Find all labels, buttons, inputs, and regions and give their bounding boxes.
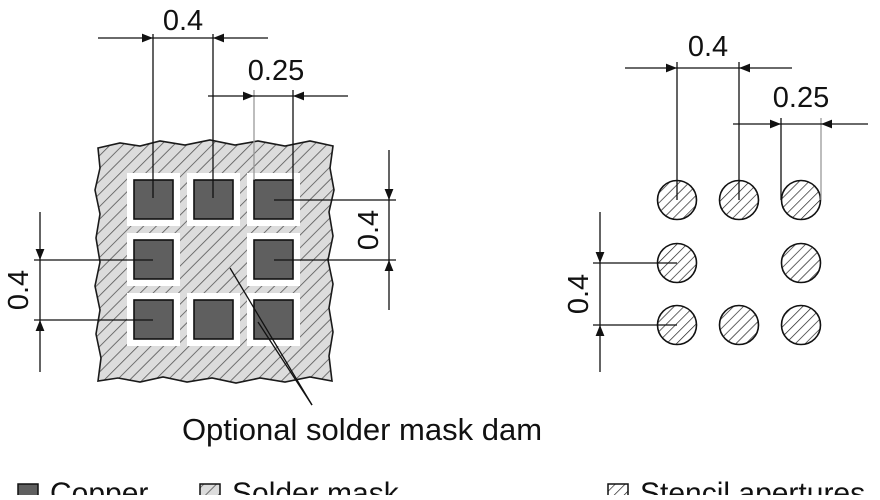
- stencil-aperture: [780, 179, 822, 221]
- copper-pad: [133, 299, 174, 340]
- dim-label-aperture-width: 0.25: [773, 82, 829, 114]
- solder-mask-swatch: [199, 483, 221, 500]
- legend-stencil-label: Stencil apertures: [640, 477, 865, 495]
- stencil-aperture: [780, 304, 822, 346]
- dim-right-pitch: [274, 150, 396, 310]
- dim-label-stencil-top-pitch: 0.4: [688, 31, 728, 63]
- legend-solder-mask: Solder mask: [199, 477, 400, 500]
- stencil-aperture: [780, 242, 822, 284]
- copper-pad: [253, 299, 294, 340]
- solder-mask-dam-note: Optional solder mask dam: [182, 412, 542, 447]
- dim-left-pitch: [34, 212, 153, 372]
- stencil-swatch: [607, 483, 629, 500]
- dim-label-stencil-left-pitch: 0.4: [563, 274, 595, 314]
- copper-swatch: [17, 483, 39, 500]
- right-stencil-pattern: 0.4 0.25 0.4: [563, 31, 868, 372]
- left-land-pattern: 0.4 0.25 0.4 0.4: [3, 5, 396, 406]
- stencil-apertures: [656, 179, 822, 346]
- dim-stencil-top-pitch: [625, 62, 792, 200]
- dim-stencil-left-pitch: [593, 212, 677, 372]
- dim-label-right-pitch: 0.4: [353, 210, 385, 250]
- dim-pad-width: [208, 90, 348, 180]
- dim-label-top-pitch: 0.4: [163, 5, 203, 37]
- dim-label-left-pitch: 0.4: [3, 270, 35, 310]
- legend-copper: Copper: [17, 477, 148, 500]
- legend-copper-label: Copper: [50, 477, 148, 495]
- legend-stencil: Stencil apertures: [607, 477, 865, 500]
- stencil-aperture: [718, 304, 760, 346]
- dim-aperture-width: [733, 118, 868, 200]
- dam-leader-lines: [229, 267, 313, 406]
- copper-pad: [193, 299, 234, 340]
- legend: Copper Solder mask Stencil apertures: [17, 477, 865, 500]
- dim-top-pitch: [98, 33, 268, 198]
- dim-label-pad-width: 0.25: [248, 55, 304, 87]
- legend-solder-mask-label: Solder mask: [232, 477, 400, 495]
